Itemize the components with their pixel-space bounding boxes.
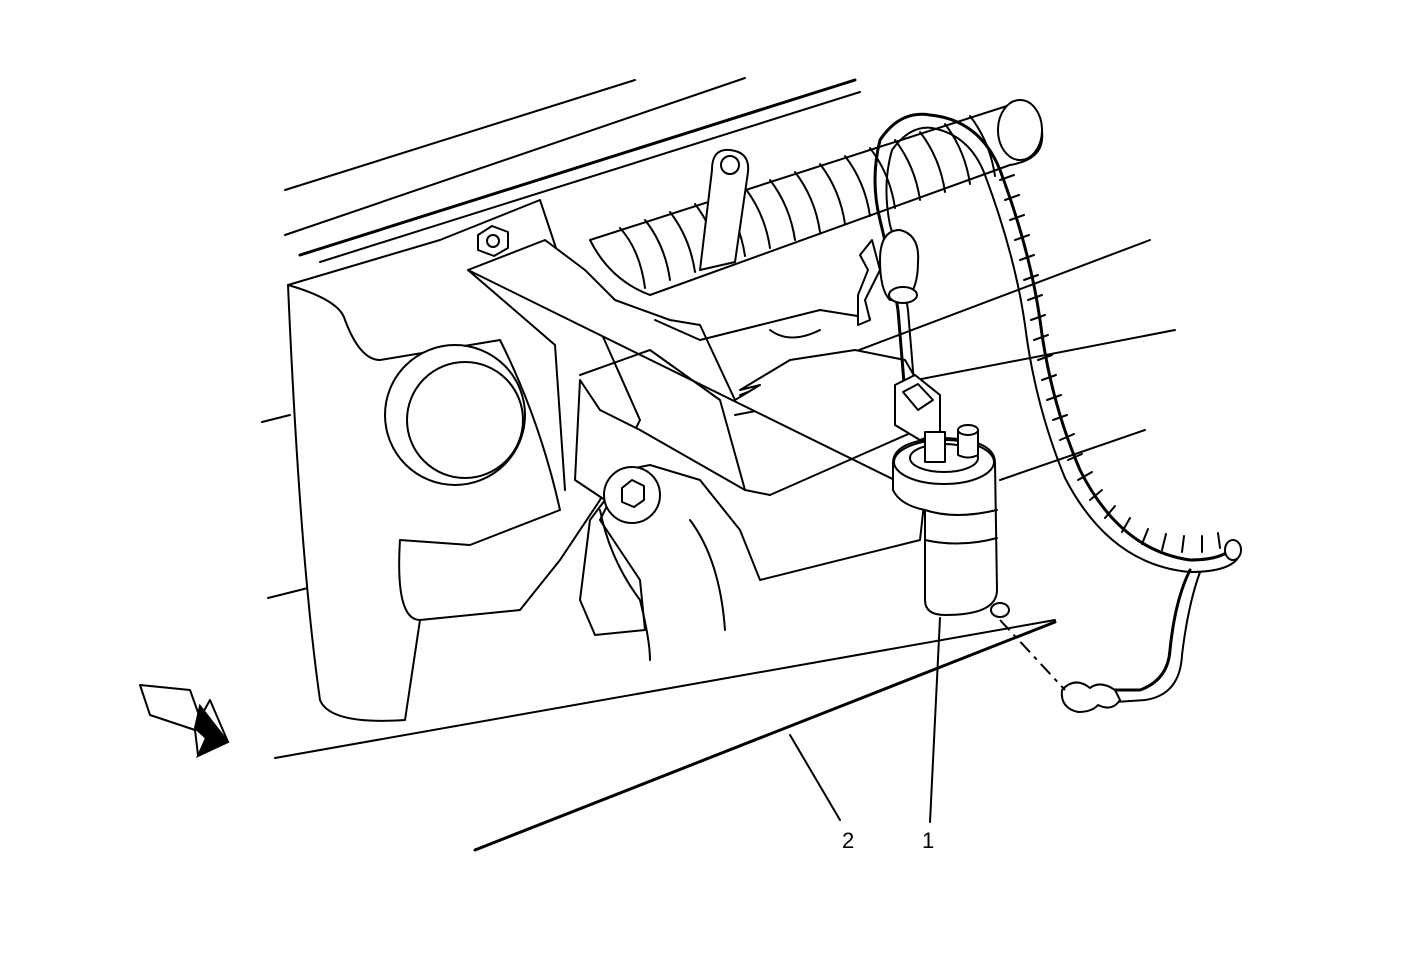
callout-1: 1 [922, 828, 935, 853]
harness-connector [857, 229, 920, 326]
wire-harness [873, 112, 1242, 573]
bracket-plate [654, 309, 871, 341]
housing-face [287, 284, 561, 621]
lower-bolt [603, 466, 661, 524]
callout-2: 2 [842, 828, 855, 853]
component-1-canister [892, 374, 1010, 618]
upper-bolt [477, 225, 509, 257]
housing-legs [599, 509, 726, 661]
corrugated-conduit-upper [589, 99, 1044, 296]
leader-line-2 [789, 734, 841, 821]
clip-hole [720, 155, 740, 175]
front-direction-arrow-icon [139, 684, 230, 759]
vacuum-hose [1060, 568, 1201, 713]
round-boss-inner [406, 361, 524, 479]
conduit-clip [699, 148, 750, 271]
bracket-ledge [467, 269, 746, 491]
mounting-bracket [467, 239, 941, 636]
leader-line-1 [929, 617, 941, 823]
